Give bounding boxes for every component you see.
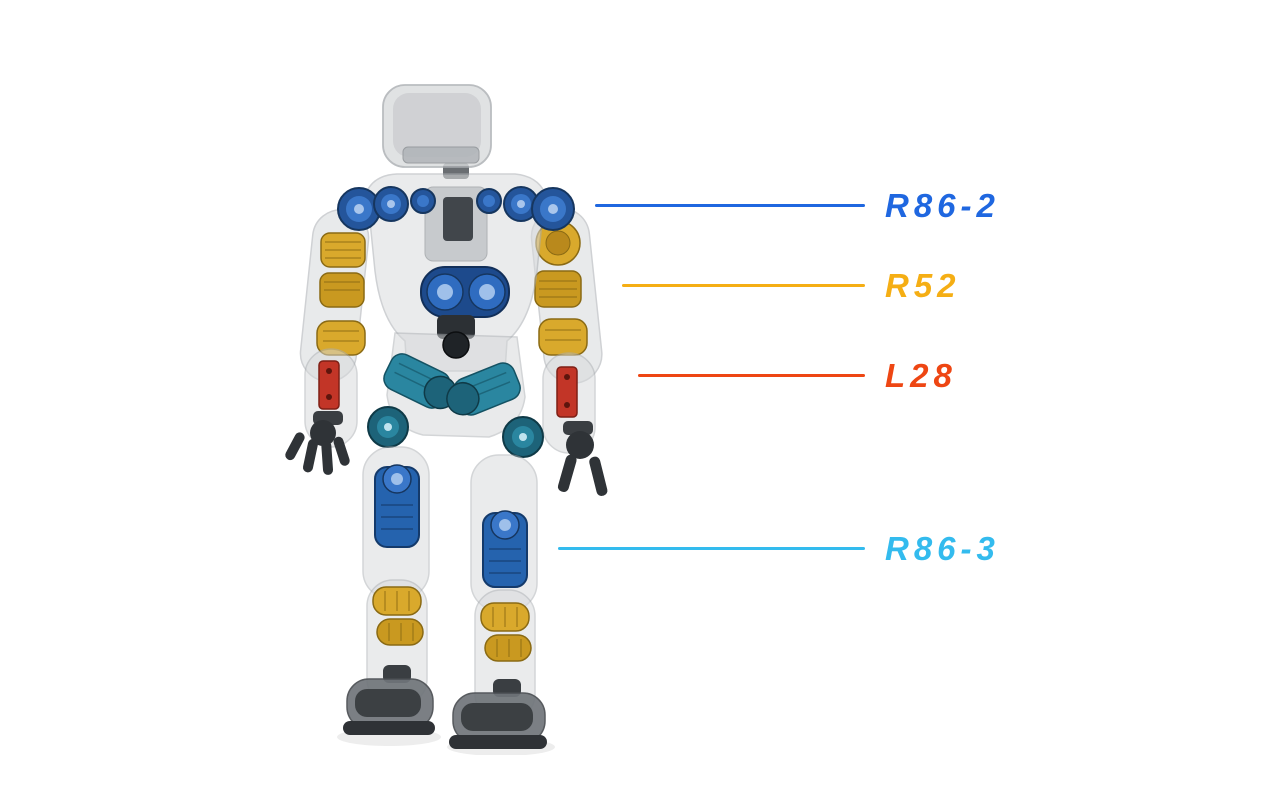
callout-label-l28: L28 bbox=[885, 356, 957, 394]
left-foot bbox=[343, 678, 435, 735]
left-ankle-gold-actuators bbox=[372, 586, 424, 646]
left-forearm-red-actuator bbox=[318, 360, 340, 410]
callout-label-r86-3: R86-3 bbox=[885, 529, 1000, 567]
left-knee-blue-actuator bbox=[374, 464, 420, 548]
robot-left-arm bbox=[285, 209, 370, 475]
right-elbow-gold-actuator bbox=[538, 318, 588, 356]
left-upper-arm-gold-actuators bbox=[319, 232, 366, 308]
robot-pelvis bbox=[367, 315, 544, 458]
robot-head bbox=[382, 84, 492, 179]
callout-line-r86-3 bbox=[558, 546, 865, 550]
waist-blue-actuator bbox=[420, 266, 510, 318]
right-knee-blue-actuator bbox=[482, 510, 528, 588]
shoulder-blue-actuators bbox=[337, 186, 575, 231]
annotation-r86-3: R86-3 bbox=[558, 531, 1000, 565]
annotation-l28: L28 bbox=[638, 358, 957, 392]
robot-left-leg bbox=[343, 446, 435, 735]
right-hand-gripper bbox=[557, 431, 608, 496]
callout-line-r86-2 bbox=[595, 203, 865, 207]
robot-rear-view-illustration bbox=[285, 84, 608, 755]
right-ankle-gold-actuators bbox=[480, 602, 532, 662]
right-hip-teal-actuator bbox=[446, 362, 521, 416]
robot-right-arm bbox=[530, 207, 608, 496]
back-control-box bbox=[443, 197, 473, 241]
annotation-r86-2: R86-2 bbox=[595, 188, 1000, 222]
callout-label-r52: R52 bbox=[885, 266, 961, 304]
callout-line-l28 bbox=[638, 373, 865, 377]
hip-center-joint bbox=[442, 331, 470, 359]
right-foot bbox=[449, 692, 547, 749]
left-hand bbox=[285, 420, 350, 475]
annotation-r52: R52 bbox=[622, 268, 961, 302]
head-collar bbox=[402, 146, 480, 164]
right-forearm-red-actuator bbox=[556, 366, 578, 418]
callout-label-r86-2: R86-2 bbox=[885, 186, 1000, 224]
callout-line-r52 bbox=[622, 283, 865, 287]
right-upper-arm-gold-actuators bbox=[534, 220, 582, 308]
robot-right-leg bbox=[449, 454, 547, 749]
